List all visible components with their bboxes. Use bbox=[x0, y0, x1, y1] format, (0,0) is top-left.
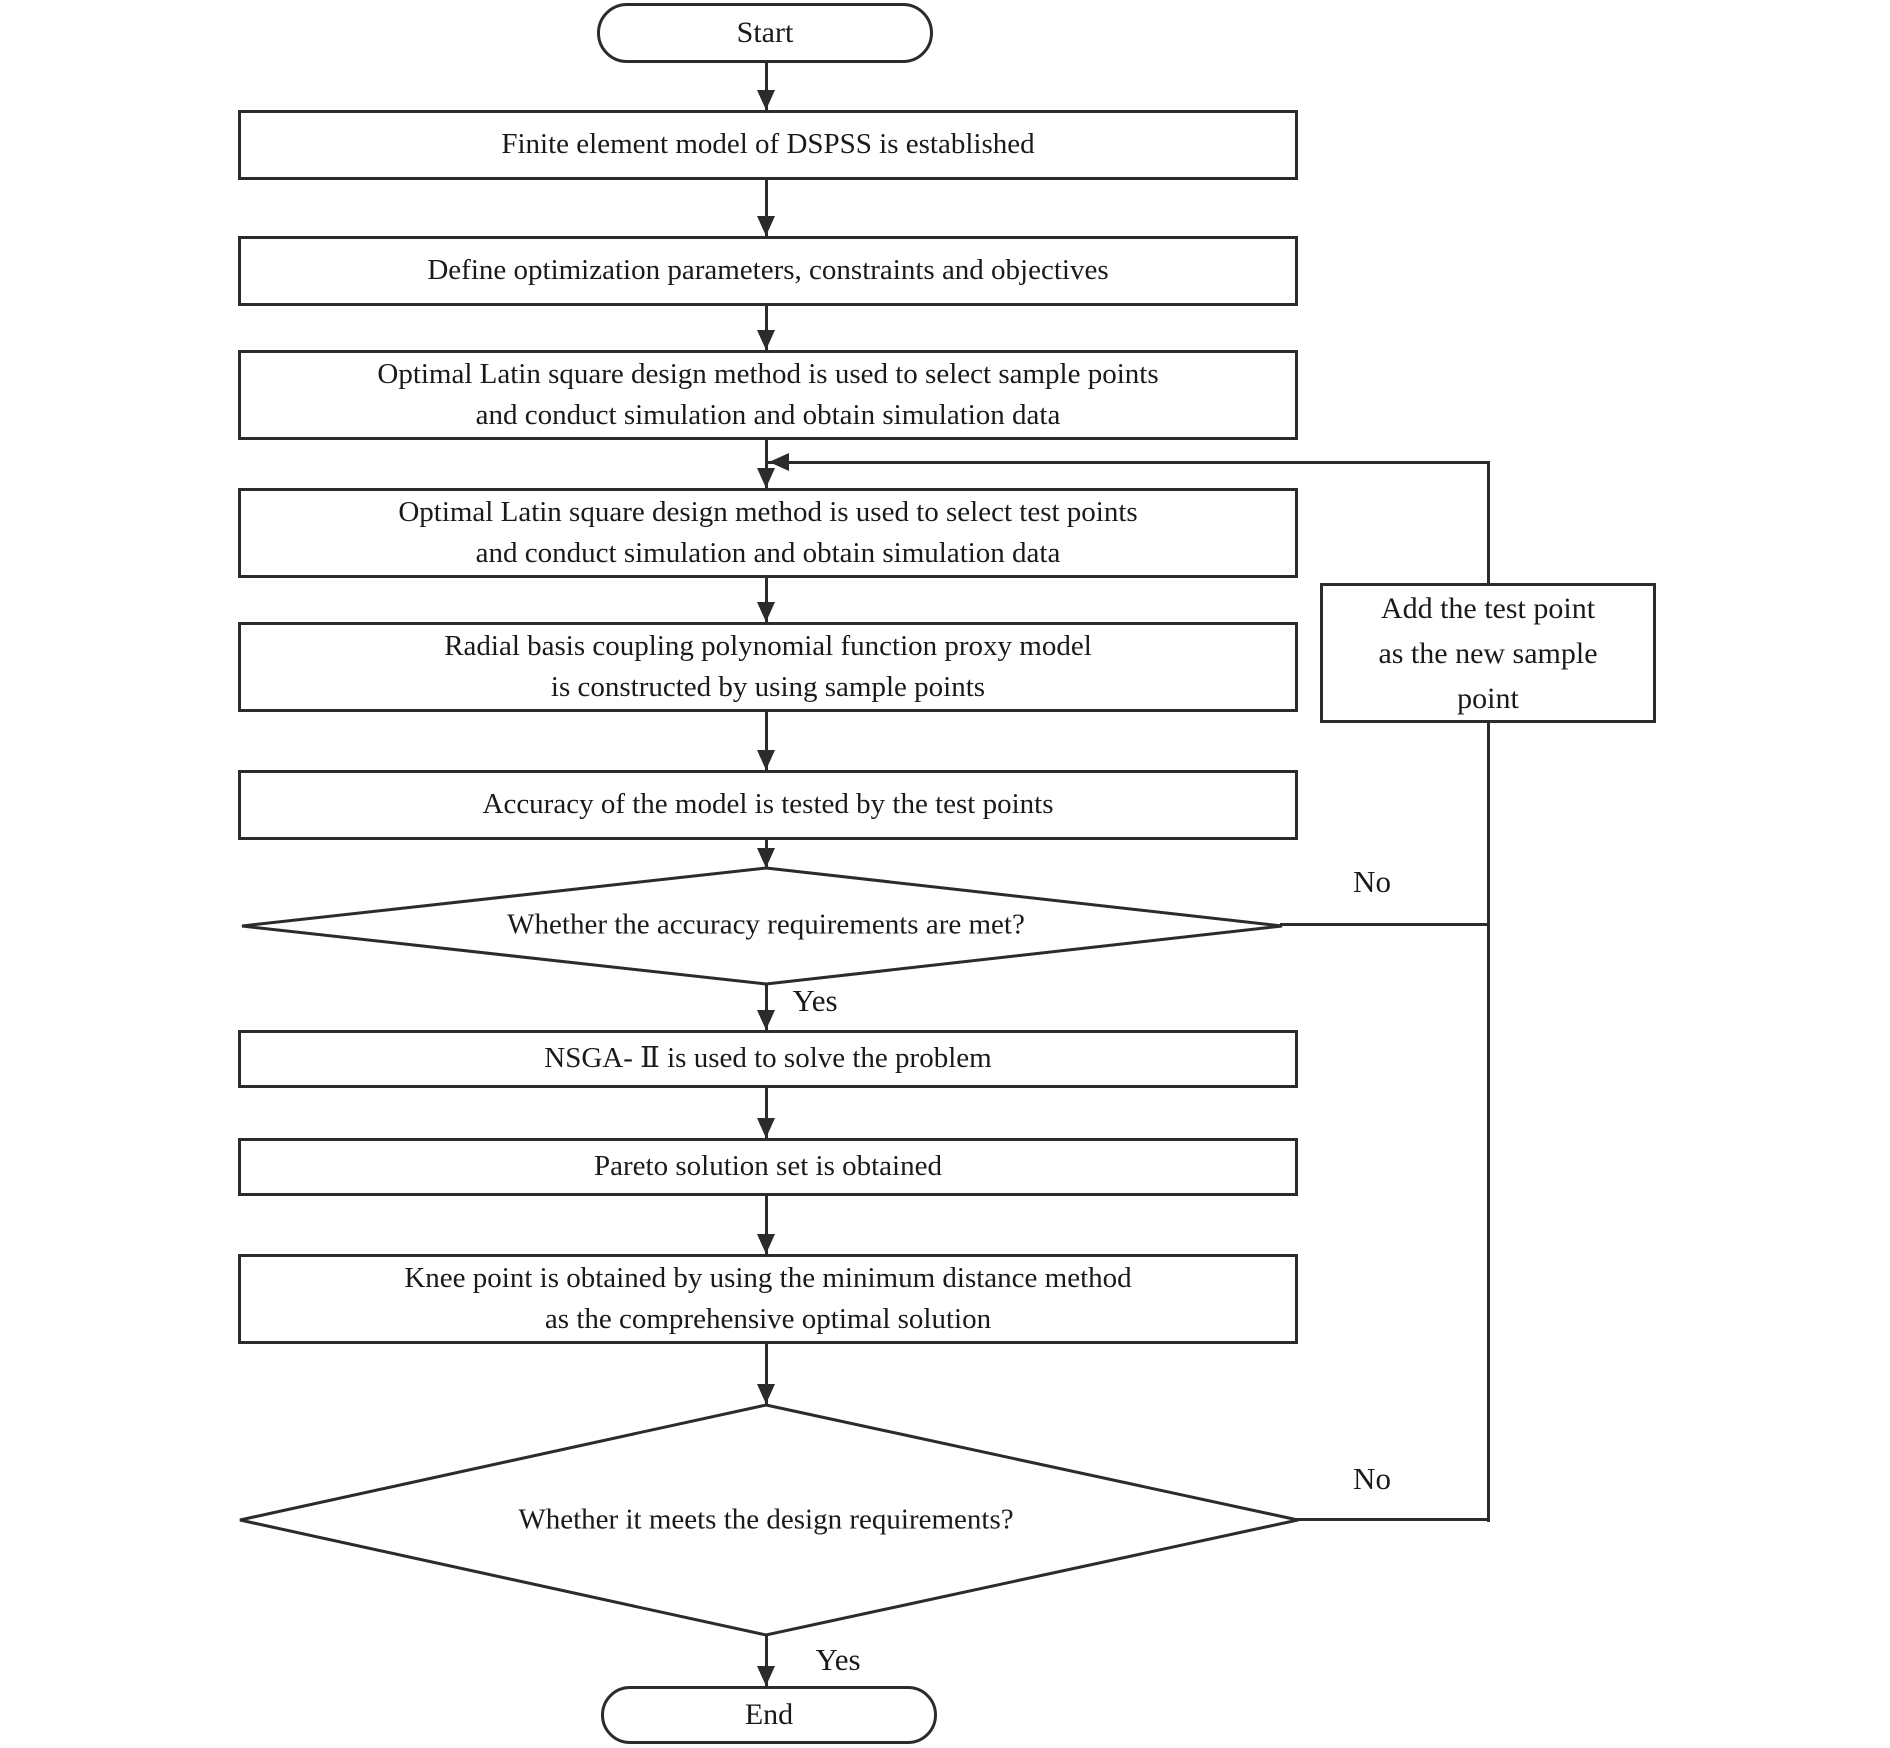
arrowhead-into-pareto bbox=[757, 1118, 775, 1138]
arrowhead-into-select-test bbox=[757, 468, 775, 488]
arrowhead-into-accuracy-test bbox=[757, 750, 775, 770]
arrowhead-into-select-sample bbox=[757, 330, 775, 350]
end-label: End bbox=[744, 1698, 794, 1731]
feedback-line-vertical bbox=[1487, 463, 1490, 1522]
arrowhead-feedback-merge bbox=[769, 453, 789, 471]
arrowhead-into-accuracy-decision bbox=[757, 848, 775, 868]
decision-design-label: Whether it meets the design requirements… bbox=[518, 1503, 1014, 1536]
end-terminal: End bbox=[601, 1686, 937, 1744]
arrowhead-into-define-optimization bbox=[757, 216, 775, 236]
edge-label-design-no: No bbox=[1353, 1461, 1391, 1496]
process-nsga-solve: NSGA- Ⅱ is used to solve the problem bbox=[238, 1030, 1298, 1088]
process-accuracy-test: Accuracy of the model is tested by the t… bbox=[238, 770, 1298, 840]
process-finite-element-model: Finite element model of DSPSS is establi… bbox=[238, 110, 1298, 180]
process-knee-point: Knee point is obtained by using the mini… bbox=[238, 1254, 1298, 1344]
edge-label-design-yes: Yes bbox=[815, 1642, 861, 1677]
process-select-sample-points: Optimal Latin square design method is us… bbox=[238, 350, 1298, 440]
start-label: Start bbox=[736, 16, 794, 49]
arrowhead-into-finite-element bbox=[757, 90, 775, 110]
process-select-test-points: Optimal Latin square design method is us… bbox=[238, 488, 1298, 578]
decision-accuracy-diamond bbox=[241, 866, 1283, 986]
process-proxy-model: Radial basis coupling polynomial functio… bbox=[238, 622, 1298, 712]
arrowhead-into-design-decision bbox=[757, 1384, 775, 1404]
decision-accuracy-label: Whether the accuracy requirements are me… bbox=[507, 908, 1025, 941]
process-define-optimization: Define optimization parameters, constrai… bbox=[238, 236, 1298, 306]
design-no-connector bbox=[1296, 1518, 1490, 1521]
process-pareto-set: Pareto solution set is obtained bbox=[238, 1138, 1298, 1196]
edge-label-accuracy-no: No bbox=[1353, 864, 1391, 899]
feedback-line-top bbox=[768, 461, 1490, 464]
arrowhead-into-knee-point bbox=[757, 1234, 775, 1254]
arrowhead-into-nsga bbox=[757, 1010, 775, 1030]
arrowhead-into-proxy-model bbox=[757, 602, 775, 622]
arrowhead-into-end bbox=[757, 1666, 775, 1686]
process-add-test-point: Add the test point as the new sample poi… bbox=[1320, 583, 1656, 723]
decision-design-diamond bbox=[239, 1403, 1299, 1637]
start-terminal: Start bbox=[597, 3, 933, 63]
accuracy-no-connector bbox=[1280, 923, 1490, 926]
edge-label-accuracy-yes: Yes bbox=[792, 983, 838, 1018]
